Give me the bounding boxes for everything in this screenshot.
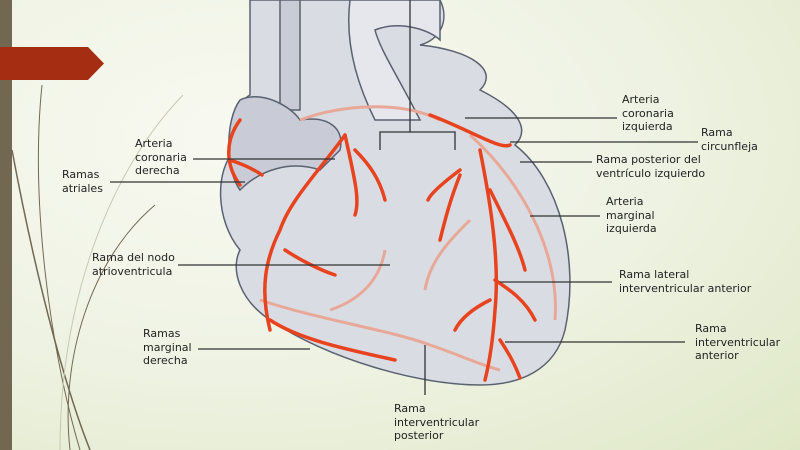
- slide-side-bar: [0, 0, 12, 450]
- label-arteria-coronaria-izquierda: Arteria coronaria izquierda: [622, 93, 674, 133]
- label-rama-posterior-vi: Rama posterior del ventrículo izquierdo: [596, 153, 706, 180]
- label-rama-lateral-iv-anterior: Rama lateral interventricular anterior: [619, 268, 752, 295]
- label-arteria-marginal-izquierda: Arteria marginal izquierda: [606, 195, 657, 235]
- label-ramas-atriales: Ramas atriales: [62, 168, 103, 195]
- label-rama-iv-anterior: Rama interventricular anterior: [695, 322, 781, 362]
- slide-accent-arrow: [0, 47, 104, 80]
- label-rama-circunfleja: Rama circunfleja: [701, 126, 758, 153]
- label-rama-iv-posterior: Rama interventricular posterior: [394, 402, 480, 442]
- label-arteria-coronaria-derecha: Arteria coronaria derecha: [135, 137, 187, 177]
- label-rama-nodo-av: Rama del nodo atrioventricula: [92, 251, 175, 278]
- label-ramas-marginal-derecha: Ramas marginal derecha: [143, 327, 192, 367]
